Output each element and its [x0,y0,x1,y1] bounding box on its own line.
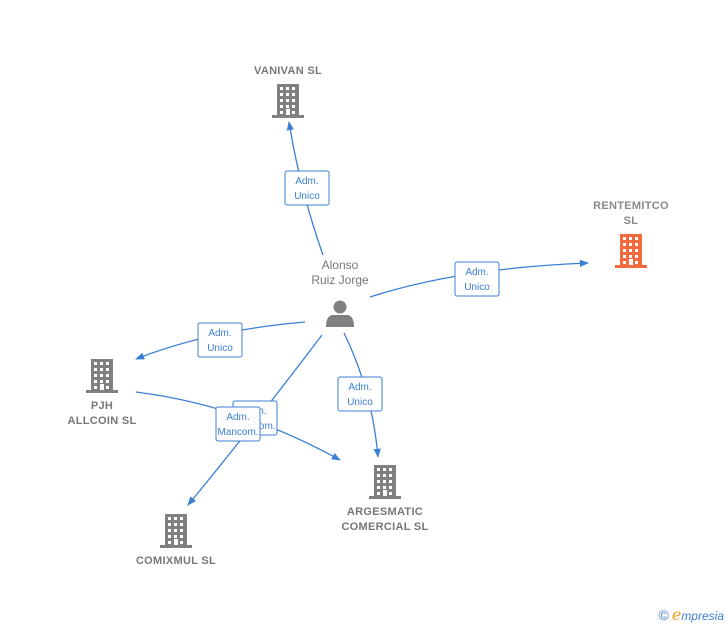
node-argesmatic[interactable]: ARGESMATIC COMERCIAL SL [341,465,428,533]
edge-label-text: Unico [294,191,320,202]
building-icon [160,514,192,548]
empresia-logo-initial: e [671,605,682,624]
building-icon [272,84,304,118]
node-label-pjh: PJH [91,400,113,412]
building-icon [369,465,401,499]
edge-label-text: Mancom. [217,427,258,438]
edge-label-pjh-to-argesmatic[interactable]: Adm. Mancom. [215,406,261,442]
edge-label-text: Adm. [465,267,488,278]
node-label-rentemitco: RENTEMITCO [593,200,669,212]
edge-label-box [215,406,261,442]
empresia-logo-text: mpresia [681,609,724,623]
building-icon [86,359,118,393]
edge-label-person-to-rentemitco[interactable]: Adm. Unico [454,261,500,297]
edge-label-box [337,376,383,412]
node-pjh[interactable]: PJH ALLCOIN SL [68,359,137,427]
node-label-comixmul: COMIXMUL SL [136,555,216,567]
node-vanivan[interactable]: VANIVAN SL [254,65,322,118]
edge-label-person-to-pjh[interactable]: Adm. Unico [197,322,243,358]
node-label-argesmatic: ARGESMATIC [347,506,423,518]
edge-label-text: Unico [464,282,490,293]
edge-label-person-to-argesmatic[interactable]: Adm. Unico [337,376,383,412]
edge-label-person-to-vanivan[interactable]: Adm. Unico [284,170,330,206]
edge-label-text: Adm. [226,412,249,423]
node-label-rentemitco: SL [624,215,639,227]
edge-label-box [284,170,330,206]
edge-label-box [454,261,500,297]
edge-label-text: Adm. [295,176,318,187]
node-label-person: Ruiz Jorge [311,273,369,287]
node-label-vanivan: VANIVAN SL [254,65,322,77]
person-icon [326,300,354,327]
node-rentemitco[interactable]: RENTEMITCO SL [593,200,669,268]
edge-label-text: Adm. [208,328,231,339]
edge-label-box [197,322,243,358]
node-label-pjh: ALLCOIN SL [68,415,137,427]
copyright-symbol: © [658,607,669,623]
edge-label-text: Unico [347,397,373,408]
edge-label-text: Unico [207,343,233,354]
node-label-argesmatic: COMERCIAL SL [341,521,428,533]
empresia-credit[interactable]: ©empresia [659,605,724,624]
node-label-person: Alonso [322,258,359,272]
edge-label-text: Adm. [348,382,371,393]
building-icon [615,234,647,268]
node-comixmul[interactable]: COMIXMUL SL [136,514,216,567]
